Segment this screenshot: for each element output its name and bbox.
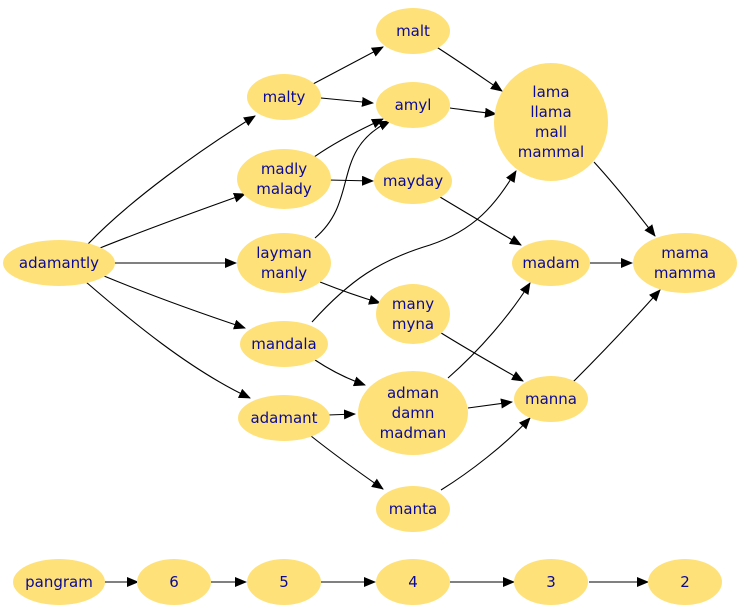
node-label: 2 <box>680 573 690 591</box>
edge-madly_malady-amyl <box>309 118 384 161</box>
node-label: llama <box>530 103 571 121</box>
node-label: 5 <box>279 573 289 591</box>
edge-manna-mama_mamma <box>572 289 661 383</box>
node-madly-malady: madly malady <box>237 149 331 209</box>
node-manna: manna <box>514 376 588 422</box>
edge-adamantly-malty <box>87 115 256 245</box>
node-label: 6 <box>169 573 179 591</box>
node-label: many <box>392 295 434 313</box>
node-label: mammal <box>518 143 584 161</box>
node-label: madman <box>380 424 447 442</box>
node-adamant: adamant <box>238 395 330 441</box>
node-label: amyl <box>395 96 432 114</box>
edge-malty-malt <box>312 46 384 85</box>
node-adman-damn-madman: adman damn madman <box>358 371 468 455</box>
edge-layman_manly-many_myna <box>319 281 381 305</box>
node-label: myna <box>392 315 434 333</box>
node-label: layman <box>256 244 312 262</box>
node-label: pangram <box>25 573 93 591</box>
node-label: madly <box>261 160 307 178</box>
node-mayday: mayday <box>374 158 452 204</box>
node-label: adman <box>387 384 439 402</box>
node-lama-group: lama llama mall mammal <box>494 63 608 181</box>
node-label: adamantly <box>19 254 99 272</box>
node-mandala: mandala <box>240 321 328 367</box>
node-label: 3 <box>546 573 556 591</box>
node-adamantly: adamantly <box>3 240 115 286</box>
edge-mandala-lama_group <box>311 170 517 323</box>
edge-mandala-adman_damn_madman <box>314 359 366 387</box>
node-manta: manta <box>376 486 450 532</box>
node-label: malady <box>256 180 312 198</box>
node-6: 6 <box>137 559 211 605</box>
node-label: mall <box>535 123 567 141</box>
edge-adamantly-madly_malady <box>99 192 246 249</box>
edge-amyl-lama_group <box>449 107 497 118</box>
nodes-layer: adamantly malty madly malady layman manl… <box>3 8 737 605</box>
node-5: 5 <box>247 559 321 605</box>
node-2: 2 <box>648 559 722 605</box>
edge-adman_damn_madman-manna <box>467 398 513 409</box>
node-malt: malt <box>376 8 450 54</box>
edge-lama_group-mama_mamma <box>593 161 656 237</box>
edge-madly_malady-mayday <box>327 175 374 186</box>
node-label: mayday <box>383 172 443 190</box>
node-3: 3 <box>514 559 588 605</box>
edge-adamant-manta <box>310 435 384 490</box>
node-label: lama <box>532 83 569 101</box>
node-label: malt <box>396 22 430 40</box>
node-mama-mamma: mama mamma <box>633 233 737 293</box>
node-pangram: pangram <box>13 559 105 605</box>
node-label: adamant <box>250 409 317 427</box>
node-label: mama <box>661 244 709 262</box>
edge-adamantly-mandala <box>103 275 246 330</box>
node-amyl: amyl <box>376 82 450 128</box>
edge-malt-lama_group <box>434 45 503 92</box>
edge-manta-manna <box>440 417 531 491</box>
node-4: 4 <box>376 559 450 605</box>
edge-adamantly-adamant <box>85 281 251 399</box>
node-layman-manly: layman manly <box>237 233 331 293</box>
node-label: manna <box>525 390 577 408</box>
node-many-myna: many myna <box>376 284 450 344</box>
node-label: manly <box>261 264 307 282</box>
node-madam: madam <box>512 240 590 286</box>
edge-adman_damn_madman-madam <box>447 282 531 379</box>
node-label: damn <box>392 404 435 422</box>
node-label: manta <box>389 500 437 518</box>
edge-mayday-madam <box>439 196 522 246</box>
node-label: mamma <box>654 264 716 282</box>
edge-malty-amyl <box>320 96 374 107</box>
edge-adamant-adman_damn_madman <box>327 409 356 420</box>
node-malty: malty <box>247 74 321 120</box>
node-label: madam <box>522 254 579 272</box>
edges-layer <box>85 45 661 587</box>
node-label: 4 <box>408 573 418 591</box>
node-label: mandala <box>251 335 316 353</box>
edge-many_myna-manna <box>437 330 524 382</box>
node-label: malty <box>263 88 306 106</box>
edge-layman_manly-amyl <box>314 120 391 239</box>
